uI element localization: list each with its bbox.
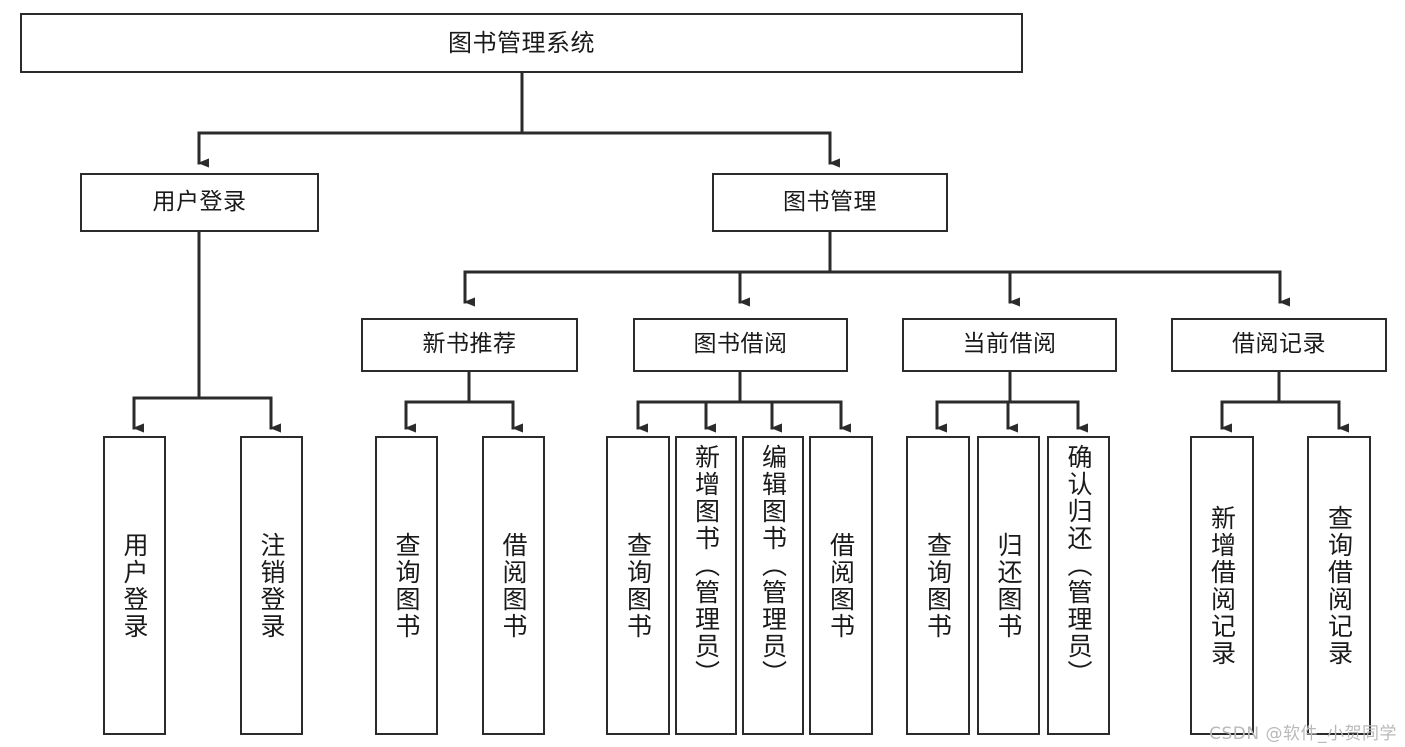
node-book-manage-label: 图书管理 (783, 188, 877, 215)
node-leaf-user-login[interactable]: 用户登录 (103, 436, 166, 735)
node-leaf-query-book-2[interactable]: 查询图书 (606, 436, 670, 735)
node-leaf-edit-book-label: 编辑图书（管理员） (758, 444, 788, 687)
node-book-borrow-label: 图书借阅 (693, 331, 788, 358)
node-leaf-add-book-label: 新增图书（管理员） (691, 444, 721, 687)
node-root-system[interactable]: 图书管理系统 (20, 13, 1023, 73)
node-book-borrow[interactable]: 图书借阅 (633, 318, 848, 372)
node-leaf-query-book-1-label: 查询图书 (392, 531, 421, 640)
node-leaf-return-book[interactable]: 归还图书 (977, 436, 1040, 735)
node-leaf-borrow-book-2[interactable]: 借阅图书 (809, 436, 873, 735)
node-leaf-confirm-return[interactable]: 确认归还（管理员） (1047, 436, 1110, 735)
node-leaf-edit-book[interactable]: 编辑图书（管理员） (742, 436, 804, 735)
csdn-watermark: CSDN @软件_小贺同学 (1209, 724, 1397, 744)
node-leaf-logout-login-label: 注销登录 (257, 531, 286, 640)
node-leaf-query-borrow-record[interactable]: 查询借阅记录 (1307, 436, 1371, 735)
node-new-book-recommend-label: 新书推荐 (422, 331, 517, 358)
node-user-login-label: 用户登录 (152, 188, 247, 215)
node-leaf-query-book-3-label: 查询图书 (923, 531, 953, 640)
node-borrow-record-label: 借阅记录 (1232, 331, 1326, 358)
node-current-borrow-label: 当前借阅 (962, 331, 1057, 358)
node-leaf-query-book-3[interactable]: 查询图书 (906, 436, 970, 735)
node-leaf-confirm-return-label: 确认归还（管理员） (1064, 444, 1093, 687)
node-current-borrow[interactable]: 当前借阅 (902, 318, 1117, 372)
node-book-manage[interactable]: 图书管理 (712, 173, 948, 232)
node-leaf-query-book-2-label: 查询图书 (623, 531, 653, 640)
node-new-book-recommend[interactable]: 新书推荐 (361, 318, 578, 372)
node-leaf-logout-login[interactable]: 注销登录 (240, 436, 303, 735)
node-leaf-query-borrow-record-label: 查询借阅记录 (1324, 504, 1354, 667)
node-root-system-label: 图书管理系统 (448, 28, 595, 57)
node-leaf-add-borrow-record-label: 新增借阅记录 (1207, 504, 1237, 667)
node-leaf-add-book[interactable]: 新增图书（管理员） (675, 436, 737, 735)
node-leaf-add-borrow-record[interactable]: 新增借阅记录 (1190, 436, 1254, 735)
node-leaf-user-login-label: 用户登录 (120, 531, 149, 640)
node-borrow-record[interactable]: 借阅记录 (1171, 318, 1387, 372)
node-leaf-borrow-book-1[interactable]: 借阅图书 (482, 436, 545, 735)
node-leaf-query-book-1[interactable]: 查询图书 (375, 436, 438, 735)
node-leaf-borrow-book-2-label: 借阅图书 (826, 531, 856, 640)
node-leaf-borrow-book-1-label: 借阅图书 (499, 531, 528, 640)
node-leaf-return-book-label: 归还图书 (994, 531, 1023, 640)
node-user-login[interactable]: 用户登录 (80, 173, 319, 232)
